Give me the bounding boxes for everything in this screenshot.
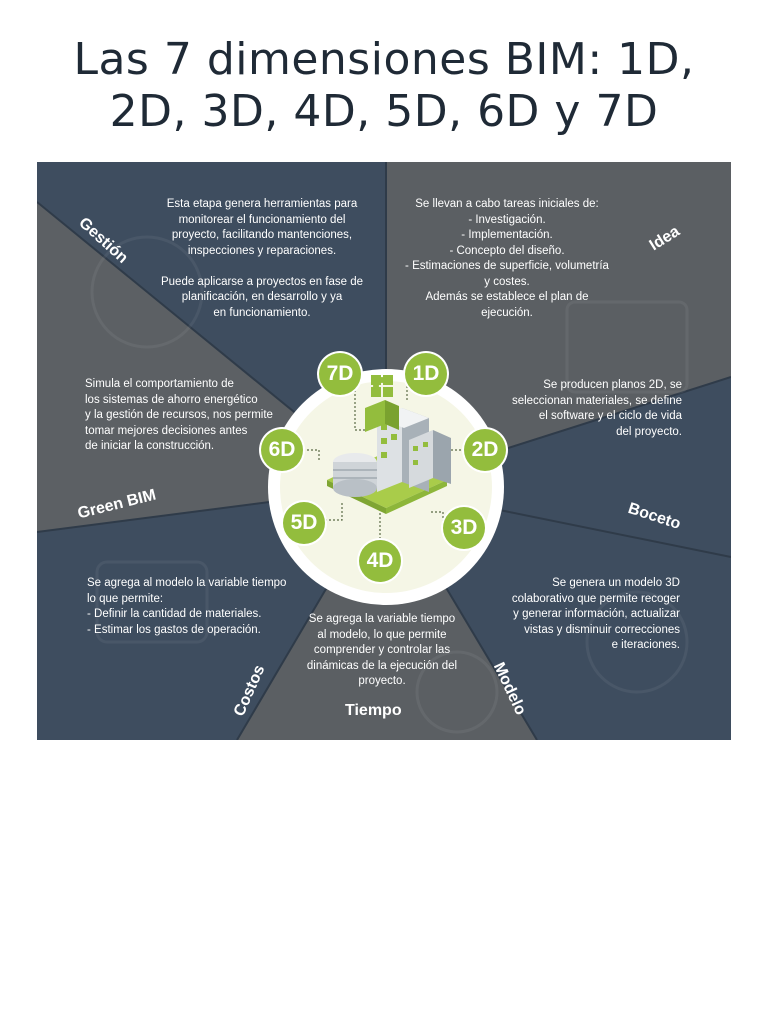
boceto-description: Se producen planos 2D, se seleccionan ma… xyxy=(511,379,682,438)
dimension-3d: 3D xyxy=(443,507,485,549)
dimension-4d: 4D xyxy=(359,540,401,582)
sector-idea-bg xyxy=(386,162,731,487)
dimension-5d: 5D xyxy=(283,502,325,544)
modelo-description: Se genera un modelo 3D colaborativo que … xyxy=(511,577,680,651)
costos-description: Se agrega al modelo la variable tiempo l… xyxy=(87,577,287,636)
idea-description: Se llevan a cabo tareas iniciales de: - … xyxy=(405,198,609,319)
green-bim-description: Simula el comportamiento de los sistemas… xyxy=(85,378,273,452)
dimension-1d: 1D xyxy=(405,353,447,395)
bim-infographic: Esta etapa genera herramientas para moni… xyxy=(37,162,731,740)
tiempo-description: Se agrega la variable tiempo al modelo, … xyxy=(306,613,458,687)
dimension-2d: 2D xyxy=(464,429,506,471)
dimension-7d: 7D xyxy=(319,353,361,395)
page-title: Las 7 dimensiones BIM: 1D, 2D, 3D, 4D, 5… xyxy=(73,34,695,137)
label-tiempo: Tiempo xyxy=(345,702,402,719)
sector-tiempo-bg xyxy=(237,487,537,740)
gestion-description: Esta etapa genera herramientas para moni… xyxy=(160,198,364,319)
puzzle-icon xyxy=(371,375,393,397)
dimension-6d: 6D xyxy=(261,429,303,471)
building-illustration xyxy=(327,400,451,514)
